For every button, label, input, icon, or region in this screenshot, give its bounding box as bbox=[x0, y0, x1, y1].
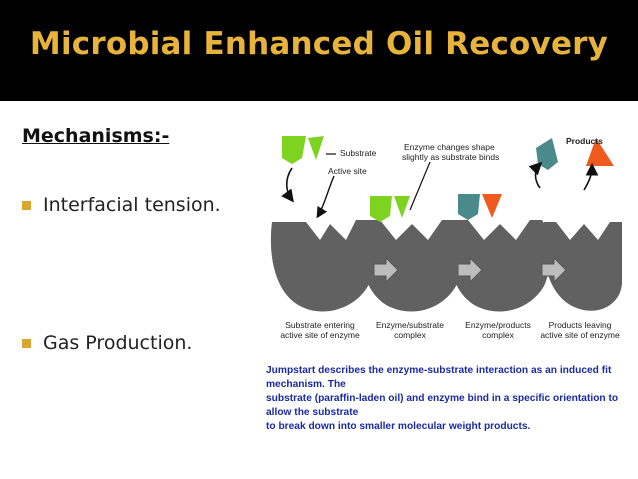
label-active-site: Active site bbox=[328, 166, 367, 176]
enzyme-shape bbox=[447, 220, 551, 312]
label-products: Products bbox=[566, 136, 603, 146]
stage2-label: complex bbox=[394, 330, 426, 340]
product-shape bbox=[586, 138, 614, 166]
arrow-icon bbox=[316, 175, 335, 219]
title-bar bbox=[0, 0, 638, 101]
product-shape bbox=[482, 194, 502, 218]
bullet-gas-production: Gas Production. bbox=[22, 332, 192, 354]
bullet-square-icon bbox=[22, 200, 31, 210]
stage4-label: Products leaving bbox=[549, 320, 612, 330]
mechanisms-heading: Mechanisms:- bbox=[22, 125, 170, 147]
label-enzyme-change-1: Enzyme changes shape bbox=[404, 142, 495, 152]
product-shape bbox=[458, 194, 480, 220]
enzyme-shape bbox=[359, 220, 463, 312]
stage1-label: active site of enzyme bbox=[280, 330, 360, 340]
substrate-shape bbox=[282, 136, 306, 164]
label-substrate: Substrate bbox=[340, 148, 377, 158]
stage3-label: complex bbox=[482, 330, 514, 340]
enzyme-substrate-diagram: Substrate Active site Enzyme changes sha… bbox=[270, 136, 622, 340]
substrate-shape bbox=[308, 136, 324, 160]
stage3-label: Enzyme/products bbox=[465, 320, 531, 330]
diagram-caption: Jumpstart describes the enzyme-substrate… bbox=[266, 364, 636, 434]
enzyme-shape bbox=[542, 222, 622, 311]
bullet-square-icon bbox=[22, 338, 31, 348]
substrate-shape bbox=[394, 196, 410, 218]
stage1-label: Substrate entering bbox=[285, 320, 355, 330]
substrate-shape bbox=[370, 196, 392, 222]
bullet-text: Interfacial tension. bbox=[43, 194, 221, 216]
slide-title: Microbial Enhanced Oil Recovery bbox=[29, 26, 609, 62]
caption-line: substrate (paraffin-laden oil) and enzym… bbox=[266, 393, 619, 418]
arrow-icon bbox=[373, 256, 399, 284]
arrow-icon bbox=[541, 256, 567, 284]
caption-line: to break down into smaller molecular wei… bbox=[266, 421, 531, 432]
arrow-icon bbox=[409, 161, 431, 211]
enzyme-shape bbox=[270, 220, 376, 312]
bullet-interfacial-tension: Interfacial tension. bbox=[22, 194, 221, 216]
caption-line: Jumpstart describes the enzyme-substrate… bbox=[266, 365, 612, 390]
stage2-label: Enzyme/substrate bbox=[376, 320, 444, 330]
arrow-icon bbox=[281, 167, 294, 203]
arrow-icon bbox=[583, 162, 599, 191]
label-enzyme-change-2: slightly as substrate binds bbox=[402, 152, 499, 162]
bullet-text: Gas Production. bbox=[43, 332, 193, 354]
stage4-label: active site of enzyme bbox=[540, 330, 620, 340]
arrow-icon bbox=[528, 161, 543, 189]
arrow-icon bbox=[457, 256, 483, 284]
